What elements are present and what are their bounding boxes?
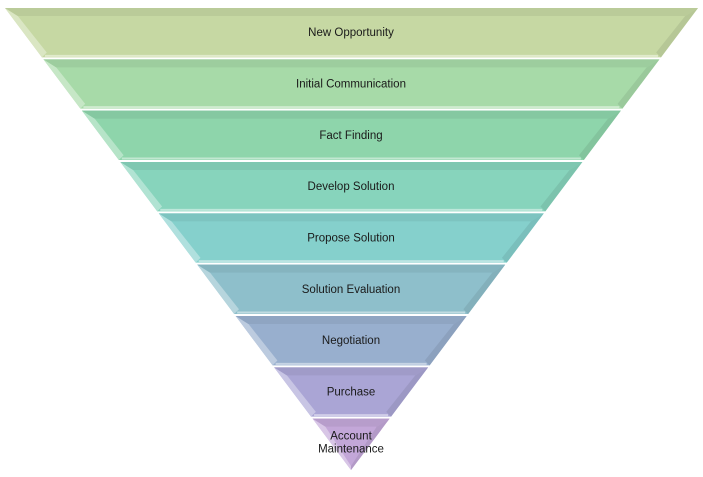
band-bevel-top: [5, 8, 698, 16]
funnel-stage-4: Develop Solution: [120, 162, 583, 212]
band-bevel-left: [158, 213, 201, 263]
funnel-stage-label-line: Account: [330, 431, 372, 443]
funnel-stage-8: Purchase: [274, 367, 429, 417]
funnel-stage-label: New Opportunity: [308, 27, 394, 39]
band-bevel-top: [43, 59, 660, 68]
band-bevel-left: [81, 110, 124, 160]
funnel-band: [43, 59, 660, 109]
band-bevel-left: [197, 264, 239, 314]
funnel-band: [274, 367, 429, 417]
band-bevel-left: [235, 316, 278, 366]
funnel-stage-label: Negotiation: [322, 335, 380, 347]
funnel-band: [312, 418, 390, 470]
band-bevel-right: [463, 264, 506, 314]
band-bevel-top: [120, 162, 583, 170]
funnel-stage-label: Develop Solution: [308, 181, 395, 193]
funnel-stage-6: Solution Evaluation: [197, 264, 506, 314]
funnel-band: [120, 162, 583, 212]
funnel-stage-label: Purchase: [327, 387, 376, 399]
funnel-stage-1: New Opportunity: [5, 8, 698, 58]
funnel-stage-label: Initial Communication: [296, 79, 406, 91]
band-bevel-right: [424, 316, 467, 366]
band-bevel-top: [197, 264, 506, 273]
band-bevel-left: [43, 59, 86, 109]
funnel-band: [5, 8, 698, 58]
band-bevel-top: [81, 110, 621, 119]
band-bevel-top: [235, 316, 467, 324]
band-bevel-left: [5, 8, 47, 58]
band-bevel-right: [617, 59, 660, 109]
funnel-stage-7: Negotiation: [235, 316, 467, 366]
funnel-stage-label-line: Maintenance: [318, 444, 384, 456]
band-bevel-left: [274, 367, 316, 417]
funnel-stage-label: Solution Evaluation: [302, 284, 400, 296]
band-bevel-right: [351, 418, 390, 470]
funnel-stage-2: Initial Communication: [43, 59, 660, 109]
band-bevel-right: [579, 110, 621, 160]
band-bevel-right: [501, 213, 544, 263]
funnel-stage-5: Propose Solution: [158, 213, 544, 263]
band-bevel-top: [158, 213, 544, 222]
funnel-band: [81, 110, 621, 160]
band-bevel-right: [540, 162, 583, 212]
funnel-stage-label: Propose Solution: [307, 233, 395, 245]
band-bevel-top: [312, 418, 390, 427]
funnel-band: [197, 264, 506, 314]
band-bevel-right: [386, 367, 429, 417]
band-bevel-top: [274, 367, 429, 376]
funnel-stage-3: Fact Finding: [81, 110, 621, 160]
band-bevel-left: [120, 162, 163, 212]
funnel-band: [158, 213, 544, 263]
funnel-stage-label: Fact Finding: [319, 130, 382, 142]
band-bevel-right: [656, 8, 698, 58]
band-bevel-left: [312, 418, 351, 470]
funnel-band: [235, 316, 467, 366]
